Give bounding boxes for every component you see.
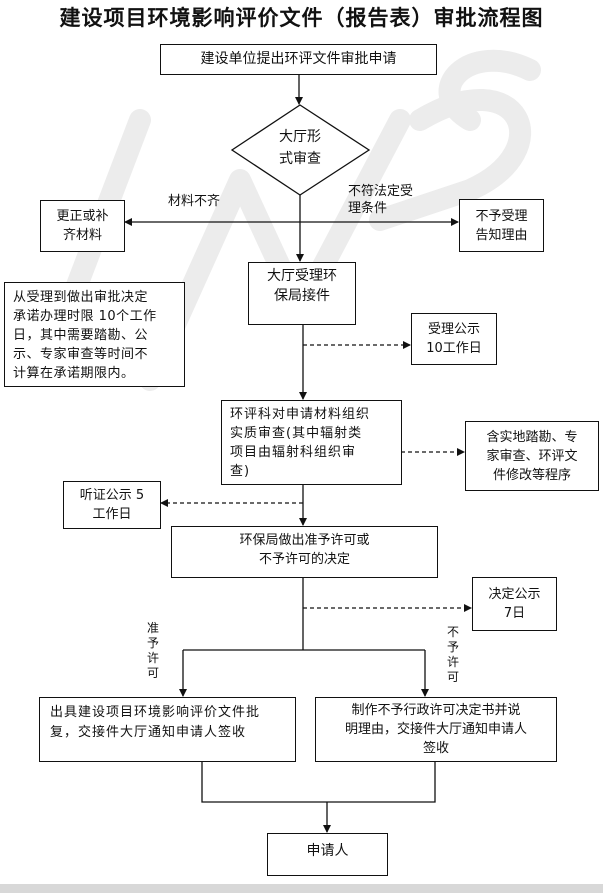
node-decision-line: 不予许可的决定: [258, 552, 350, 567]
edge-label-approve: 准 予 许 可: [146, 621, 160, 681]
node-decision-notice-line: 决定公示: [488, 587, 541, 602]
node-applicant: 申请人: [267, 833, 388, 876]
node-decision-notice-line: 7日: [503, 606, 526, 621]
node-accept-notice-line: 受理公示: [427, 322, 480, 337]
node-reject-line: 签收: [422, 741, 449, 756]
edge-label-reject-char: 予: [446, 640, 459, 654]
edge-label-approve-char: 许: [146, 651, 159, 665]
node-substantive-line: 环评科对申请材料组织: [230, 407, 371, 422]
node-accept-line: 大厅受理环: [267, 268, 337, 284]
node-reject-accept-line: 不予受理: [475, 208, 528, 224]
node-substantive-line: 项目由辐射科组织审: [230, 445, 357, 460]
page-title: 建设项目环境影响评价文件（报告表）审批流程图: [59, 5, 544, 30]
node-apply-text: 建设单位提出环评文件审批申请: [200, 51, 397, 67]
node-supplement: 更正或补 齐材料: [40, 200, 125, 252]
note-line: 计算在承诺期限内。: [13, 366, 135, 381]
node-substantive-line: 实质审查(其中辐射类: [230, 426, 363, 441]
node-apply: 建设单位提出环评文件审批申请: [160, 44, 437, 75]
node-substantive-review: 环评科对申请材料组织 实质审查(其中辐射类 项目由辐射科组织审 查): [221, 400, 402, 485]
edge-label-approve-char: 可: [146, 666, 159, 680]
note-line: 从受理到做出审批决定: [13, 290, 149, 305]
node-approve-result: 出具建设项目环境影响评价文件批 复，交接件大厅通知申请人签收: [39, 697, 296, 762]
edge-label-not-compliant: 不符法定受 理条件: [348, 183, 413, 217]
node-supplement-line: 更正或补: [56, 209, 109, 224]
node-formal-review: 大厅形 式审查: [262, 126, 338, 170]
node-reject-result: 制作不予行政许可决定书并说 明理由，交接件大厅通知申请人 签收: [315, 697, 557, 762]
node-time-limit-note: 从受理到做出审批决定 承诺办理时限 10个工作 日，其中需要踏勘、公 示、专家审…: [4, 282, 185, 387]
page-bottom-edge: [0, 884, 603, 893]
node-accept-notice-line: 10工作日: [426, 341, 482, 356]
edge-label-approve-char: 准: [146, 621, 159, 635]
node-hearing-line: 工作日: [92, 507, 132, 522]
node-review-includes-line: 含实地踏勘、专: [486, 429, 578, 445]
node-decision-notice: 决定公示 7日: [472, 577, 557, 631]
node-approve-line: 出具建设项目环境影响评价文件批: [50, 705, 261, 720]
merge-line: [201, 761, 436, 803]
edge-label-approve-char: 予: [146, 636, 159, 650]
edge-label-reject-char: 可: [446, 670, 459, 684]
node-reject-line: 制作不予行政许可决定书并说: [351, 703, 521, 718]
node-applicant-text: 申请人: [306, 843, 349, 859]
node-formal-review-line: 大厅形: [279, 129, 321, 145]
edge-label-reject: 不 予 许 可: [446, 625, 460, 685]
node-formal-review-line: 式审查: [279, 151, 321, 167]
note-line: 日，其中需要踏勘、公: [13, 328, 149, 343]
node-review-includes: 含实地踏勘、专 家审查、环评文 件修改等程序: [465, 421, 599, 491]
node-supplement-line: 齐材料: [62, 228, 102, 243]
node-review-includes-line: 件修改等程序: [492, 467, 571, 483]
edge-label-reject-char: 不: [446, 625, 459, 639]
node-approve-line: 复，交接件大厅通知申请人签收: [50, 725, 247, 740]
node-accept-notice: 受理公示 10工作日: [411, 313, 497, 365]
node-hearing-notice: 听证公示 5 工作日: [63, 481, 161, 529]
edge-label-not-compliant-line: 不符法定受: [348, 184, 414, 199]
edge-label-reject-char: 许: [446, 655, 459, 669]
node-decision: 环保局做出准予许可或 不予许可的决定: [171, 526, 438, 578]
node-hearing-line: 听证公示 5: [79, 488, 145, 503]
note-line: 承诺办理时限 10个工作: [13, 309, 157, 324]
node-accept: 大厅受理环 保局接件: [248, 262, 356, 325]
node-substantive-line: 查): [230, 464, 251, 479]
edge-label-not-compliant-line: 理条件: [348, 201, 388, 216]
node-reject-line: 明理由，交接件大厅通知申请人: [344, 722, 527, 737]
node-review-includes-line: 家审查、环评文: [486, 448, 578, 464]
node-reject-accept-line: 告知理由: [475, 227, 528, 243]
node-accept-line: 保局接件: [274, 288, 330, 304]
node-reject-accept: 不予受理 告知理由: [459, 199, 544, 252]
note-line: 示、专家审查等时间不: [13, 347, 149, 362]
edge-label-incomplete: 材料不齐: [168, 194, 221, 209]
node-decision-line: 环保局做出准予许可或: [239, 533, 370, 548]
